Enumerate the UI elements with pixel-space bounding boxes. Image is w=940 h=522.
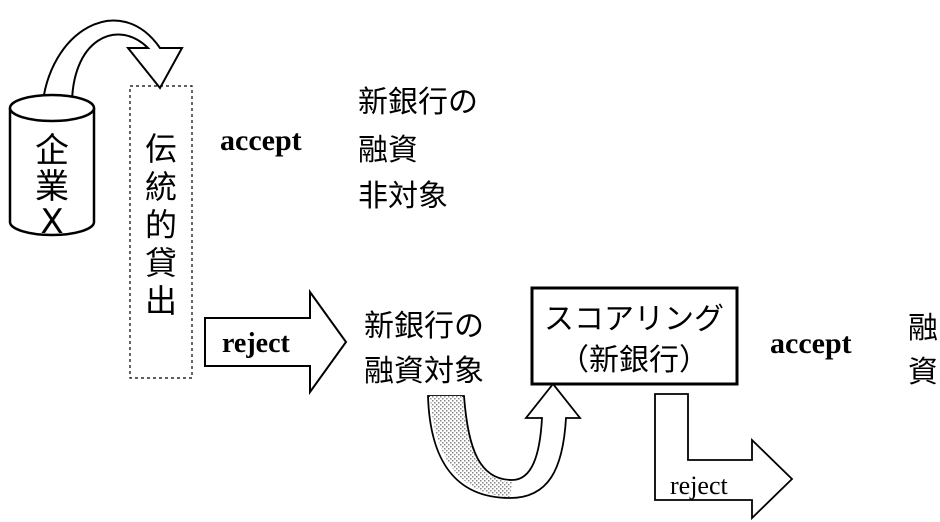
company-label-line3: X [40, 202, 63, 242]
company-label-line1: 企 [35, 131, 69, 171]
scoring-reject-label: reject [670, 471, 729, 500]
traditional-lending-char-2: 統 [145, 168, 177, 206]
loan-result-line1: 融 [908, 311, 938, 346]
traditional-lending-char-5: 出 [145, 282, 177, 320]
scoring-line1: スコアリング [544, 302, 724, 337]
loan-result-line2: 資 [908, 355, 938, 390]
new-bank-target-line2: 融資対象 [364, 354, 484, 389]
traditional-lending-char-4: 貸 [145, 244, 177, 282]
non-target-line1: 新銀行の [358, 85, 478, 120]
traditional-lending-box [129, 85, 193, 379]
traditional-lending-char-3: 的 [145, 206, 177, 244]
new-bank-target-line1: 新銀行の [364, 309, 484, 344]
company-label-line2: 業 [35, 167, 69, 207]
traditional-lending-char-1: 伝 [145, 130, 177, 168]
traditional-accept-label: accept [220, 124, 302, 157]
non-target-line3: 非対象 [358, 179, 448, 214]
uturn-shaded-band [430, 396, 512, 497]
company-cylinder [8, 93, 96, 237]
scoring-accept-label: accept [770, 327, 852, 360]
company-to-lending-curved-arrow [40, 19, 184, 111]
scoring-reject-arrow [654, 393, 794, 521]
scoring-line2: （新銀行） [559, 343, 709, 378]
scoring-box [530, 286, 739, 386]
traditional-reject-label: reject [222, 328, 291, 359]
non-target-line2: 融資 [358, 133, 418, 168]
traditional-reject-arrow [204, 288, 348, 396]
